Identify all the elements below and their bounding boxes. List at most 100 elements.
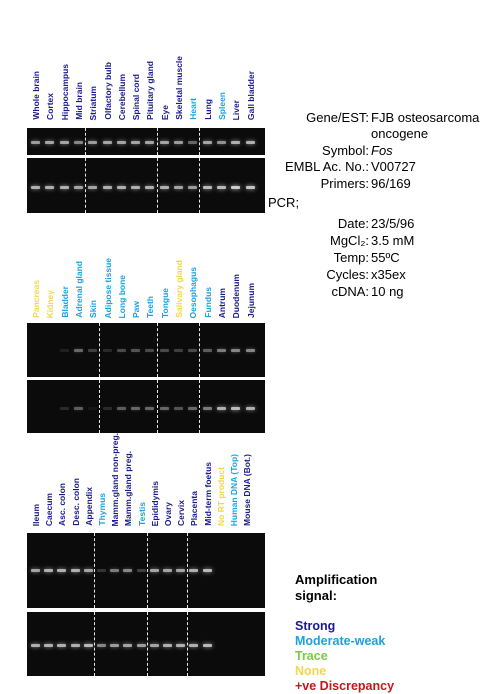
lane-label: Mid-term foetus xyxy=(202,462,213,526)
gene-info-value: 96/169 xyxy=(371,176,411,191)
gel-band xyxy=(102,141,112,144)
panel-2-gel-top xyxy=(27,323,265,377)
gene-info-key: Symbol: xyxy=(322,143,369,158)
gel-band xyxy=(123,644,133,647)
gene-info-row: cDNA:10 ng xyxy=(262,284,502,300)
gel-band xyxy=(149,569,159,572)
lane-separator xyxy=(156,128,158,155)
gel-band xyxy=(83,569,93,572)
gel-band xyxy=(188,349,198,352)
lane-label: Epididymis xyxy=(149,480,160,526)
gel-band xyxy=(136,644,146,647)
gel-band xyxy=(159,407,169,410)
gene-info-key: Gene/EST: xyxy=(306,110,369,125)
legend-item-discrepancy: +ve Discrepancy xyxy=(295,679,395,693)
gel-band xyxy=(88,407,98,410)
lane-separator xyxy=(186,612,188,676)
gel-band xyxy=(174,349,183,352)
lane-separator xyxy=(199,380,201,433)
gel-band xyxy=(59,141,69,144)
gel-band xyxy=(245,407,255,410)
gel-band xyxy=(216,186,226,189)
lane-label: Appendix xyxy=(83,487,94,526)
gel-band xyxy=(231,186,241,189)
gel-band xyxy=(88,349,98,352)
panel-1-gel-bottom xyxy=(27,158,265,213)
gene-info-value: 23/5/96 xyxy=(371,216,415,231)
gel-band xyxy=(31,644,40,647)
gel-band xyxy=(145,141,155,144)
gel-band xyxy=(73,407,83,410)
gel-band xyxy=(176,644,186,647)
gel-band xyxy=(88,186,98,189)
legend-item-strong: Strong xyxy=(295,619,336,633)
panel-3-gel-bottom xyxy=(27,612,265,676)
gel-band xyxy=(202,141,212,144)
gel-band xyxy=(97,569,106,572)
lane-label: Asc. colon xyxy=(57,483,68,526)
gel-band xyxy=(131,186,141,189)
lane-separator xyxy=(99,323,101,377)
gene-info-row: EMBL Ac. No.:V00727 xyxy=(262,159,502,175)
gel-band xyxy=(102,186,112,189)
gel-band xyxy=(145,407,155,410)
gene-info-row: Primers:96/169 xyxy=(262,176,502,192)
gene-info-row: PCR; xyxy=(262,195,502,211)
gel-band xyxy=(123,569,133,572)
gel-band xyxy=(231,349,241,352)
lane-label: Thymus xyxy=(97,493,107,526)
gel-band xyxy=(57,569,67,572)
gel-band xyxy=(202,644,212,647)
gel-band xyxy=(245,349,255,352)
panel-2-gel-bottom xyxy=(27,380,265,433)
gel-band xyxy=(59,349,69,352)
gel-band xyxy=(216,349,226,352)
gel-band xyxy=(73,186,83,189)
lane-separator xyxy=(94,612,96,676)
gene-info-value: 3.5 mM xyxy=(371,233,415,248)
panel-1-gel-top xyxy=(27,128,265,155)
lane-label: Ileum xyxy=(31,503,41,526)
lane-label: Mamm.gland preg. xyxy=(123,450,134,526)
gel-band xyxy=(163,644,172,647)
gene-info-value: V00727 xyxy=(371,159,416,174)
gel-band xyxy=(231,407,241,410)
gel-band xyxy=(116,141,126,144)
lane-label: Desc. colon xyxy=(70,478,81,526)
gel-band xyxy=(216,407,226,410)
lane-label: Mamm.gland non-preg. xyxy=(110,432,121,527)
lane-label: Cervix xyxy=(176,500,187,526)
lane-label: Placenta xyxy=(189,491,200,526)
gene-info-value: 10 ng xyxy=(371,284,404,299)
gene-info-key: Temp: xyxy=(333,250,369,265)
gene-info-value: 55ºC xyxy=(371,250,400,265)
gel-band xyxy=(202,407,212,410)
gene-info-value: Fos xyxy=(371,143,393,158)
panel-3-gel-top xyxy=(27,533,265,608)
lane-separator xyxy=(147,612,149,676)
gene-info-value: oncogene xyxy=(371,126,429,141)
gel-band xyxy=(116,349,126,352)
gene-info-row: MgCl₂:3.5 mM xyxy=(262,233,502,249)
gel-band xyxy=(188,141,198,144)
gel-band xyxy=(189,569,199,572)
gel-band xyxy=(131,407,141,410)
gel-band xyxy=(163,569,172,572)
gel-band xyxy=(57,644,67,647)
gel-band xyxy=(176,569,186,572)
gel-band xyxy=(31,186,40,189)
gel-band xyxy=(73,349,83,352)
gel-band xyxy=(59,407,69,410)
gel-band xyxy=(188,186,198,189)
lane-separator xyxy=(199,323,201,377)
lane-separator xyxy=(85,158,87,213)
gel-band xyxy=(73,141,83,144)
lane-separator xyxy=(156,380,158,433)
gel-band xyxy=(83,644,93,647)
gene-info-row: Date:23/5/96 xyxy=(262,216,502,232)
lane-separator xyxy=(147,533,149,608)
lane-label: Mouse DNA (Bot.) xyxy=(242,454,253,526)
lane-separator xyxy=(156,323,158,377)
